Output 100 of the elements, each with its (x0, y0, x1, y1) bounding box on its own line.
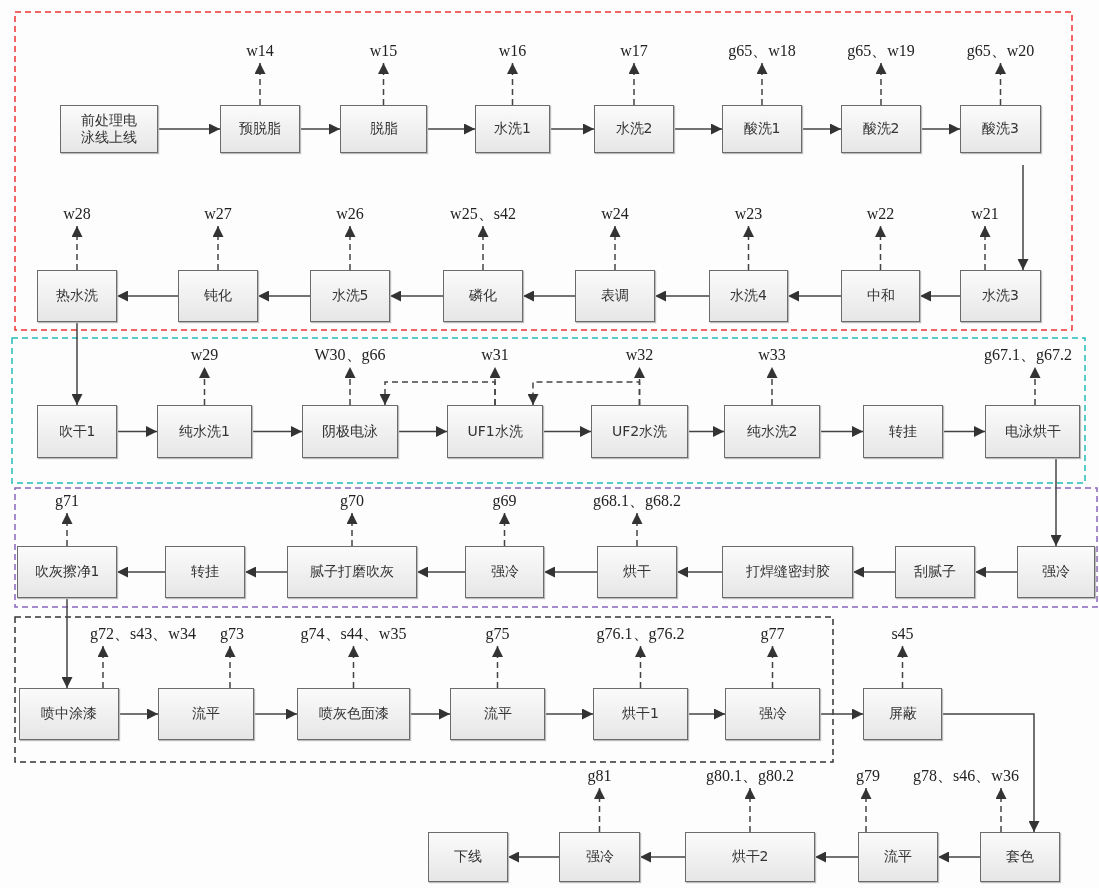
arrow (522, 290, 576, 302)
dashed-arrow (875, 62, 887, 106)
output-label: w16 (498, 42, 527, 60)
process-box: 套色 (980, 832, 1060, 882)
arrow (549, 123, 595, 135)
process-box: 钝化 (178, 270, 258, 322)
dashed-arrow (897, 645, 908, 689)
output-label: g77 (760, 625, 785, 643)
output-label: g78、s46、w36 (913, 767, 1019, 785)
arrow (61, 597, 73, 689)
process-box: 电泳烘干 (985, 405, 1080, 458)
process-box: 烘干 (597, 546, 677, 598)
dashed-arrow (594, 787, 605, 833)
arrow (676, 566, 723, 578)
process-box: 脱脂 (340, 105, 427, 153)
process-box: 酸洗1 (722, 105, 802, 153)
dashed-arrow (875, 225, 886, 271)
arrow (942, 426, 986, 437)
output-label: w26 (336, 205, 364, 223)
output-label: w33 (758, 346, 786, 364)
arrow (257, 290, 311, 302)
arrow (1017, 164, 1029, 271)
arrow (920, 123, 961, 135)
process-box: 流平 (450, 688, 545, 740)
output-label: g80.1、g80.2 (706, 767, 794, 785)
dashed-arrow (631, 512, 643, 547)
dashed-arrow (507, 62, 518, 106)
process-box: 流平 (158, 688, 254, 740)
arrow (687, 708, 726, 720)
arrow (543, 566, 598, 578)
process-box: 水洗5 (310, 270, 390, 322)
output-label: w24 (601, 205, 629, 223)
dashed-arrow (860, 787, 872, 833)
process-box: 喷中涂漆 (19, 688, 119, 740)
dashed-arrow (254, 62, 266, 106)
output-label: g73 (220, 625, 244, 643)
dashed-arrow (344, 225, 356, 271)
arrow (416, 566, 466, 578)
arrow (116, 290, 179, 302)
process-box: 前处理电泳线上线 (60, 105, 158, 153)
arrow (974, 566, 1018, 578)
process-box: 水洗3 (960, 270, 1041, 322)
dashed-arrow (609, 225, 621, 271)
output-label: g72、s43、w34 (90, 625, 196, 643)
arrow (71, 321, 83, 406)
dashed-arrow (995, 787, 1007, 833)
output-label: g79 (856, 767, 880, 785)
process-box: 转挂 (863, 405, 943, 458)
dashed-arrow (766, 366, 778, 406)
process-box: 阴极电泳 (302, 405, 398, 458)
dashed-arrow (97, 645, 109, 689)
process-box: 吹灰擦净1 (17, 546, 117, 598)
output-label: g81 (587, 767, 612, 785)
output-label: g65、w19 (847, 42, 915, 60)
output-label: w29 (190, 346, 219, 364)
arrow (507, 851, 560, 863)
arrow (544, 708, 594, 720)
arrow (819, 426, 864, 437)
process-box: 烘干1 (593, 688, 688, 740)
arrow (542, 426, 592, 437)
arrow (116, 566, 166, 578)
dashed-arrow (71, 225, 83, 271)
arrow (937, 851, 981, 863)
dashed-arrow (995, 62, 1006, 106)
arrow (244, 566, 288, 578)
output-label: w17 (620, 42, 648, 60)
process-box: 水洗2 (594, 105, 674, 153)
arrow (409, 708, 451, 720)
process-box: 喷灰色面漆 (297, 688, 410, 740)
process-box: 流平 (858, 832, 938, 882)
dashed-arrow (344, 366, 356, 406)
output-label: w27 (204, 205, 232, 223)
arrow (253, 708, 298, 720)
output-label: w23 (734, 205, 763, 223)
output-label: w28 (63, 205, 91, 223)
output-label: g71 (55, 492, 79, 510)
process-box: 吹干1 (37, 405, 117, 458)
dashed-arrow (477, 225, 489, 271)
arrow (426, 123, 476, 135)
process-box: 酸洗2 (841, 105, 921, 153)
process-box: 烘干2 (685, 832, 815, 882)
arrow (251, 426, 303, 437)
dashed-arrow (744, 787, 756, 833)
dashed-arrow (378, 62, 389, 106)
arrow (687, 426, 725, 437)
output-label: w31 (481, 346, 509, 364)
process-box: 强冷 (465, 546, 544, 598)
dashed-arrow (979, 225, 991, 271)
output-label: s45 (891, 625, 914, 643)
dashed-arrow (379, 381, 496, 406)
dashed-arrow (499, 512, 510, 547)
arrow (941, 713, 1040, 833)
arrow (919, 290, 961, 302)
output-label: w15 (369, 42, 398, 60)
arrow (389, 290, 444, 302)
dashed-arrow (492, 645, 503, 689)
process-box: 强冷 (725, 688, 820, 740)
output-label: g67.1、g67.2 (984, 346, 1072, 364)
arrow (819, 708, 864, 720)
process-box: 打焊缝密封胶 (722, 546, 853, 598)
